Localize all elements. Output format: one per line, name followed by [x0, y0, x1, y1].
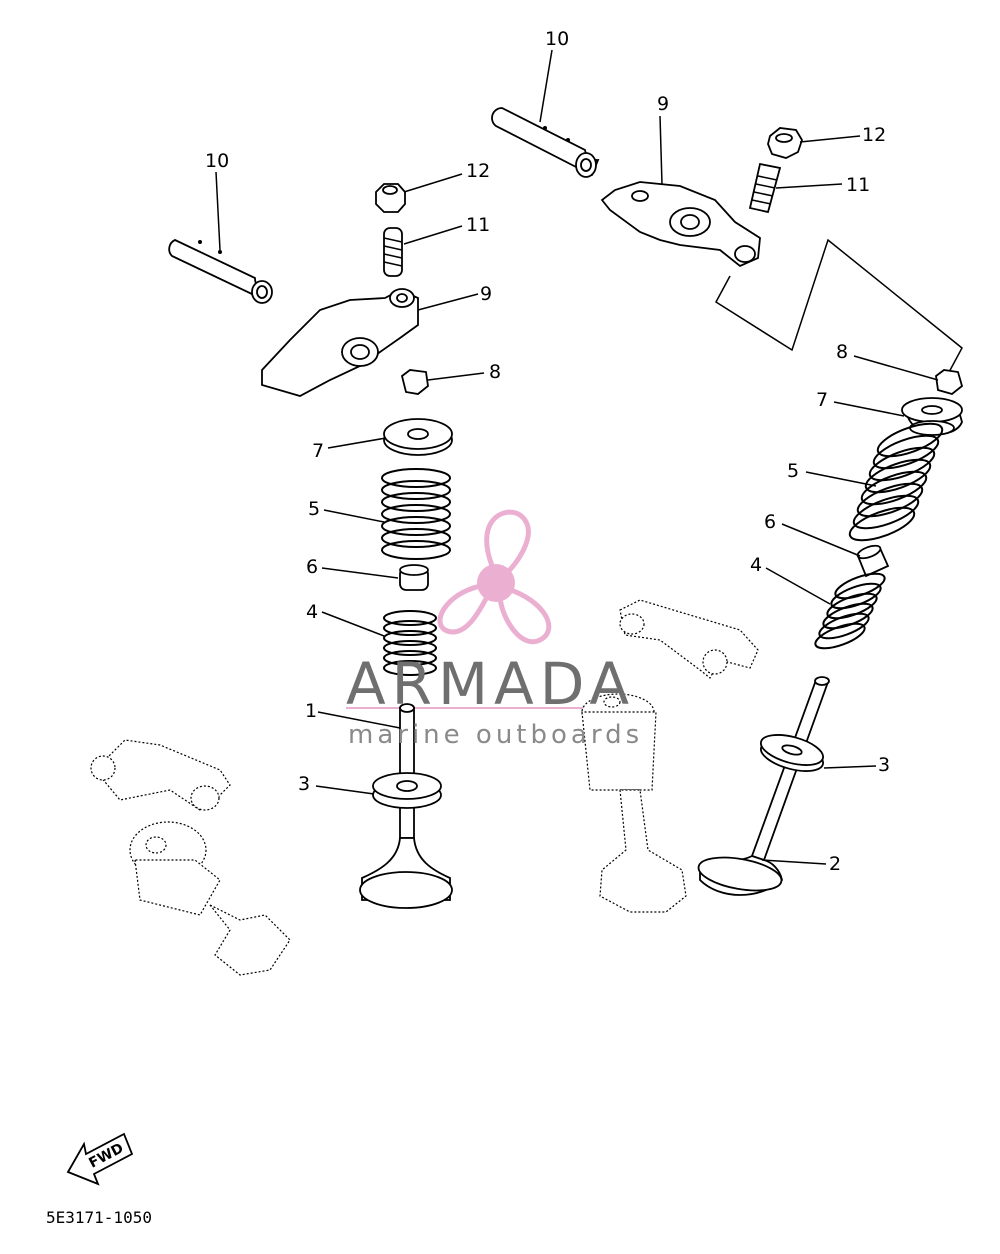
rocker-arm-left [261, 288, 419, 397]
callout-1: 1 [305, 700, 318, 722]
exhaust-valve [697, 676, 830, 896]
adjuster-screw-left [383, 227, 403, 277]
callout-4-left: 4 [306, 601, 319, 623]
assembled-view-right [581, 599, 759, 913]
inner-spring-left [383, 610, 437, 676]
adjuster-screw-right [748, 162, 782, 214]
callout-3-right: 3 [878, 754, 891, 776]
adjuster-nut-left [375, 183, 406, 213]
callout-12-right: 12 [862, 124, 887, 146]
valve-seal-left [399, 564, 429, 591]
fwd-arrow-icon [66, 1132, 134, 1186]
inner-spring-right [814, 572, 886, 650]
outer-spring-left [381, 468, 451, 560]
leader-lines [215, 49, 939, 865]
spring-retainer-left [383, 418, 453, 456]
rocker-arm-right [600, 181, 761, 268]
valve-cotter-left [400, 369, 429, 395]
callout-10-right: 10 [545, 28, 570, 50]
diagram-code: 5E3171-1050 [46, 1208, 152, 1227]
callout-11-right: 11 [846, 174, 871, 196]
rocker-shaft-right [491, 107, 600, 178]
assembled-view-left [90, 739, 291, 976]
callout-10-left: 10 [205, 150, 230, 172]
callout-11-left: 11 [466, 214, 491, 236]
valve-guide-left [372, 772, 442, 809]
callout-7-right: 7 [816, 389, 829, 411]
callout-6-right: 6 [764, 511, 777, 533]
callout-9-right: 9 [657, 93, 670, 115]
callout-5-left: 5 [308, 498, 321, 520]
callout-12-left: 12 [466, 160, 491, 182]
callout-9-left: 9 [480, 283, 493, 305]
outer-spring-right [848, 422, 944, 542]
watermark-title: ARMADA [346, 650, 636, 718]
valve-seal-right [856, 544, 890, 578]
watermark-subtitle: marine outboards [348, 720, 644, 750]
callout-3-left: 3 [298, 773, 311, 795]
callout-2: 2 [829, 853, 842, 875]
callout-5-right: 5 [787, 460, 800, 482]
spring-retainer-right [901, 397, 963, 436]
callout-4-right: 4 [750, 554, 763, 576]
valve-guide-right [760, 734, 824, 772]
adjuster-nut-right [767, 127, 803, 159]
callout-8-left: 8 [489, 361, 502, 383]
rocker-shaft-left [168, 239, 273, 304]
callout-8-right: 8 [836, 341, 849, 363]
valve-cotter-right [935, 369, 964, 395]
leader-bracket-right [715, 238, 963, 375]
callout-7-left: 7 [312, 440, 325, 462]
callout-6-left: 6 [306, 556, 319, 578]
